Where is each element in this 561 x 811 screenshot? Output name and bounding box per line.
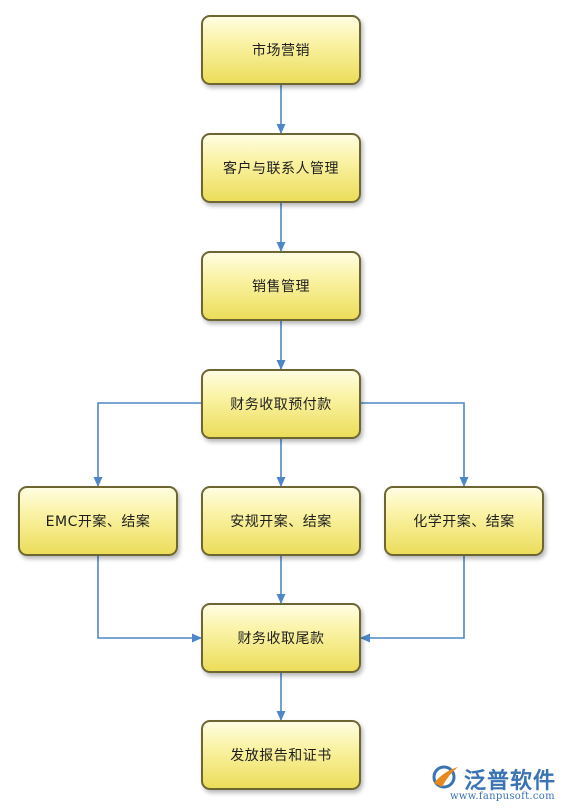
node-customer-label: 客户与联系人管理 [223,161,339,177]
node-sales-label: 销售管理 [252,279,310,295]
edge-chemistry-to-final [360,556,465,643]
node-final-payment: 财务收取尾款 [201,603,361,673]
node-emc-label: EMC开案、结案 [45,514,151,530]
node-advance-label: 财务收取预付款 [230,397,332,413]
logo-url: www.fanpusoft.com [450,791,555,802]
node-market: 市场营销 [201,15,361,85]
node-sales-management: 销售管理 [201,251,361,321]
node-chemistry-case: 化学开案、结案 [384,486,544,556]
edge-emc-to-final [97,556,202,643]
logo-name: 泛普软件 [464,769,557,794]
node-safety-case: 安规开案、结案 [201,486,361,556]
edge-advance-to-emc [93,402,201,487]
node-chemistry-label: 化学开案、结案 [413,514,515,530]
node-customer-contact-management: 客户与联系人管理 [201,133,361,203]
logo-mark-icon [432,765,458,789]
node-safety-label: 安规开案、结案 [230,514,332,530]
node-report-certificate: 发放报告和证书 [201,720,361,790]
watermark-logo: 泛普软件 www.fanpusoft.com [430,761,558,807]
node-emc-case: EMC开案、结案 [18,486,178,556]
edge-advance-to-chemistry [361,402,469,487]
node-final-label: 财务收取尾款 [237,631,325,647]
node-market-label: 市场营销 [252,43,310,59]
node-report-label: 发放报告和证书 [230,748,332,764]
node-advance-payment: 财务收取预付款 [201,369,361,439]
